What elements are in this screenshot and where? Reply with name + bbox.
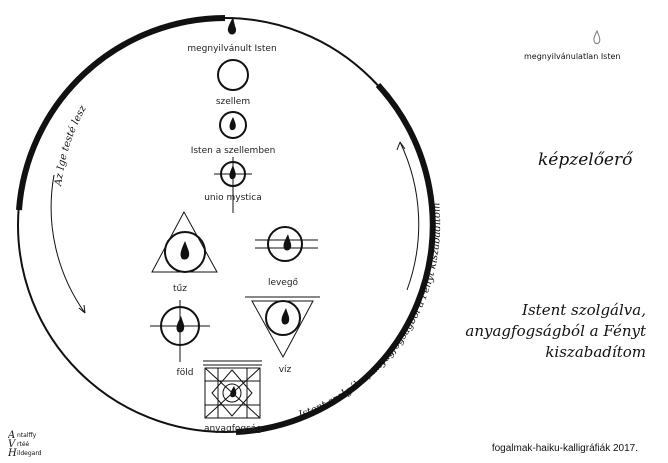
left-arrow-line (50, 174, 86, 314)
serving-text: Istent szolgálva, anyagfogságból a Fényt… (446, 300, 646, 363)
footer-credit: fogalmak-haiku-kalligráfiák 2017. (491, 443, 638, 454)
signature-line-2: rtéé (17, 441, 30, 448)
signature-logo: A V H ntalffy rtéé ildegard (8, 430, 42, 458)
water-label: víz (279, 365, 292, 375)
unio-drop-icon (229, 165, 236, 180)
left-arrow-head (78, 304, 86, 314)
right-arrow-head (396, 141, 406, 151)
unmanifest-drop-icon (593, 30, 601, 44)
serving-line-1: Istent szolgálva, (522, 301, 646, 319)
imagination-label: képzelőerő (538, 150, 633, 170)
water-triangle (251, 300, 314, 359)
matter-drop-icon (230, 386, 237, 398)
top-label: megnyilvánult Isten (187, 44, 276, 54)
matter-label: anyagfogság (204, 424, 262, 434)
right-arc-text: Istent szolgálva, anyagfogságból a Fényt… (296, 202, 443, 421)
top-drop-icon (227, 17, 237, 35)
god-in-spirit-circle (219, 111, 247, 139)
svg-text:V: V (8, 439, 17, 450)
water-drop-icon (281, 308, 290, 325)
thick-arc-right-bottom (235, 82, 436, 435)
right-arc-textpath: Istent szolgálva, anyagfogságból a Fényt… (296, 202, 443, 421)
right-arrow-line (399, 141, 420, 291)
god-in-spirit-drop-icon (229, 117, 236, 131)
svg-text:A: A (8, 430, 15, 441)
serving-line-2: anyagfogságból a Fényt (465, 322, 646, 340)
earth-drop-icon (176, 316, 185, 333)
air-drop-icon (283, 234, 292, 251)
unio-label: unio mystica (204, 193, 262, 203)
air-label: levegő (268, 278, 299, 288)
air-circle (267, 226, 303, 262)
spirit-circle (217, 59, 249, 91)
fire-label: tűz (173, 284, 187, 294)
earth-circle (160, 306, 200, 346)
water-circle (265, 300, 301, 336)
fire-circle (164, 231, 206, 273)
svg-text:H: H (8, 448, 17, 458)
signature-line-1: ntalffy (17, 432, 37, 439)
unmanifest-label: megnyilvánulatlan Isten (524, 52, 621, 61)
left-arc-text: Az Ige testé lesz (53, 103, 89, 187)
fire-drop-icon (180, 241, 190, 260)
serving-line-3: kiszabadítom (545, 343, 646, 361)
god-in-spirit-label: Isten a szellemben (191, 146, 276, 156)
thick-arc-top-left (16, 15, 226, 211)
fire-triangle (151, 210, 218, 273)
unio-circle (220, 161, 246, 187)
earth-label: föld (177, 368, 194, 378)
left-arc-textpath: Az Ige testé lesz (53, 103, 89, 187)
spirit-label: szellem (216, 97, 250, 107)
signature-line-3: ildegard (17, 450, 42, 457)
